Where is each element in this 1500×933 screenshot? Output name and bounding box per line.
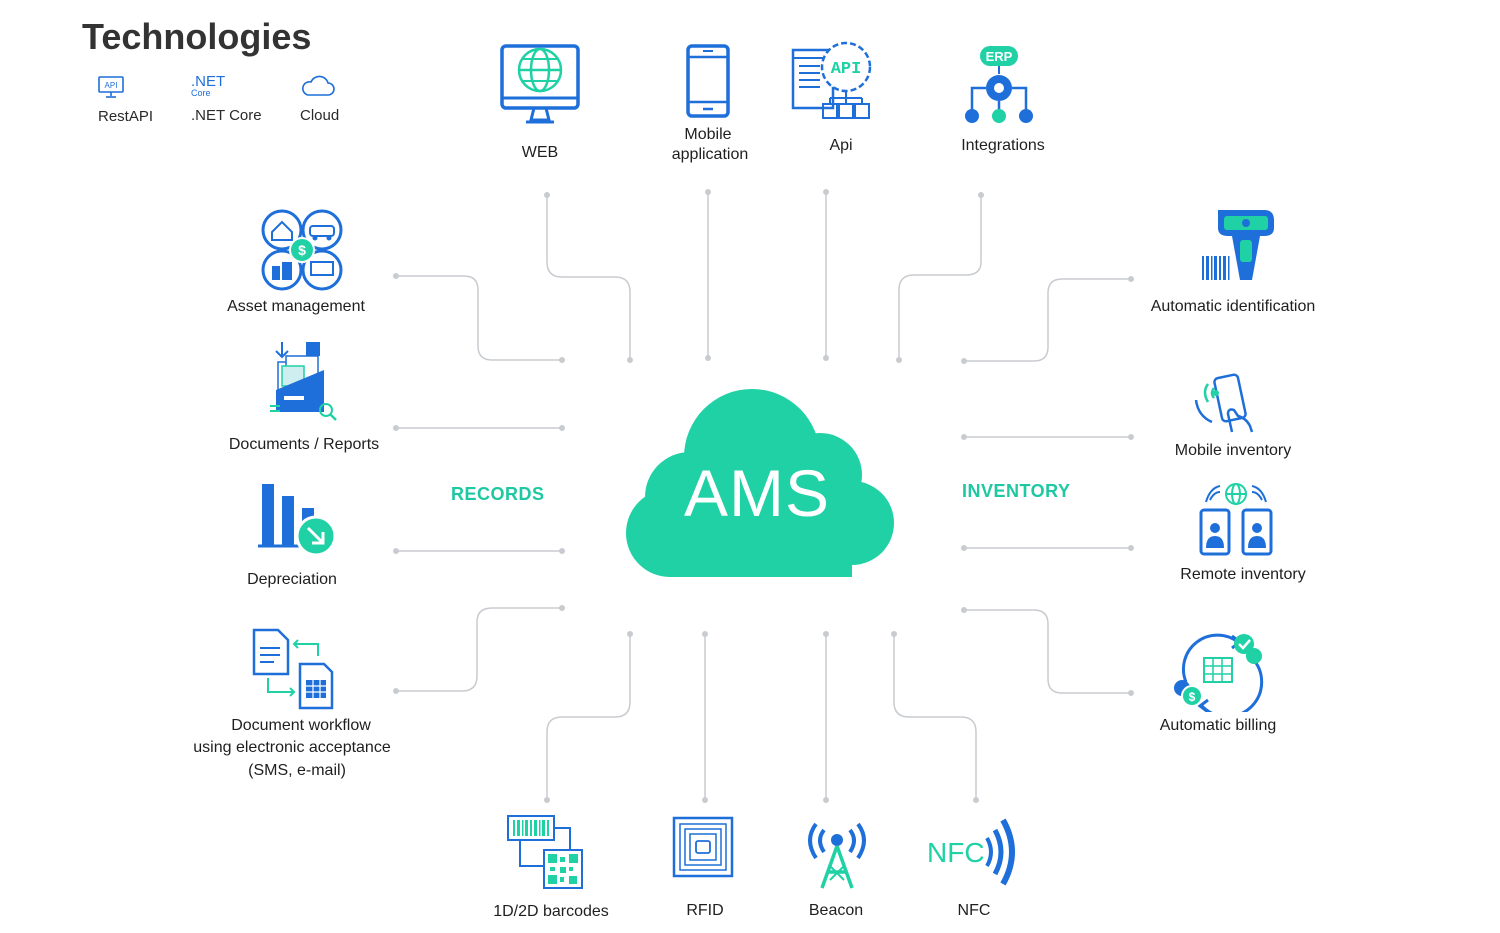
documents-reports-label: Documents / Reports: [228, 436, 380, 453]
tech-restapi-label: RestAPI: [98, 108, 154, 125]
depreciation-chart-icon: [258, 484, 337, 557]
api-monitor-icon: API: [98, 76, 124, 98]
cloud-icon: [302, 75, 335, 96]
integrations-label: Integrations: [961, 137, 1045, 154]
mobile-inventory-icon: [1194, 373, 1254, 433]
web-label: WEB: [521, 144, 559, 161]
ams-cloud-shape: [626, 389, 894, 577]
tech-cloud-label: Cloud: [300, 107, 340, 124]
erp-integration-icon: ERP: [965, 46, 1033, 123]
api-label: Api: [829, 137, 853, 154]
mobile-phone-icon: [686, 44, 730, 118]
document-workflow-label-line3: (SMS, e-mail): [248, 762, 346, 779]
web-monitor-icon: [500, 44, 580, 124]
page-title: Technologies: [82, 16, 312, 57]
beacon-tower-icon: [808, 822, 866, 889]
remote-inventory-icon: [1199, 483, 1273, 556]
api-gear-icon: API: [791, 41, 872, 119]
mobile-inventory-label: Mobile inventory: [1174, 442, 1292, 459]
ams-center-label: AMS: [683, 456, 831, 530]
documents-reports-icon: [270, 342, 337, 421]
svg-text:API: API: [105, 81, 118, 90]
document-workflow-label-line1: Document workflow: [231, 717, 371, 734]
automatic-billing-icon: $: [1174, 633, 1264, 712]
svg-text:$: $: [298, 242, 306, 258]
rfid-label: RFID: [686, 902, 724, 919]
asset-management-icon: $: [261, 209, 343, 291]
document-workflow-label-line2: using electronic acceptance: [193, 739, 391, 756]
mobile-application-label-line1: Mobile: [684, 126, 732, 143]
barcodes-icon: [507, 815, 583, 889]
inventory-section-label: INVENTORY: [962, 481, 1071, 501]
beacon-label: Beacon: [808, 902, 864, 919]
svg-text:API: API: [831, 60, 862, 79]
depreciation-label: Depreciation: [247, 571, 337, 588]
remote-inventory-label: Remote inventory: [1180, 566, 1306, 583]
svg-text:NFC: NFC: [927, 837, 985, 868]
nfc-icon: NFC: [927, 818, 1015, 886]
automatic-identification-label: Automatic identification: [1150, 298, 1316, 315]
dotnet-core-logo: .NET Core: [191, 73, 226, 98]
barcode-scanner-icon: [1202, 210, 1274, 280]
rfid-chip-icon: [672, 816, 734, 878]
nfc-label: NFC: [957, 902, 991, 919]
svg-text:$: $: [1189, 690, 1196, 704]
asset-management-label: Asset management: [227, 298, 365, 315]
svg-text:ERP: ERP: [986, 49, 1013, 64]
automatic-billing-label: Automatic billing: [1159, 717, 1277, 734]
tech-dotnet-label: .NET Core: [191, 107, 262, 124]
document-workflow-icon: [252, 628, 334, 710]
barcodes-label: 1D/2D barcodes: [493, 903, 609, 920]
records-section-label: RECORDS: [451, 484, 545, 504]
mobile-application-label-line2: application: [671, 146, 749, 163]
